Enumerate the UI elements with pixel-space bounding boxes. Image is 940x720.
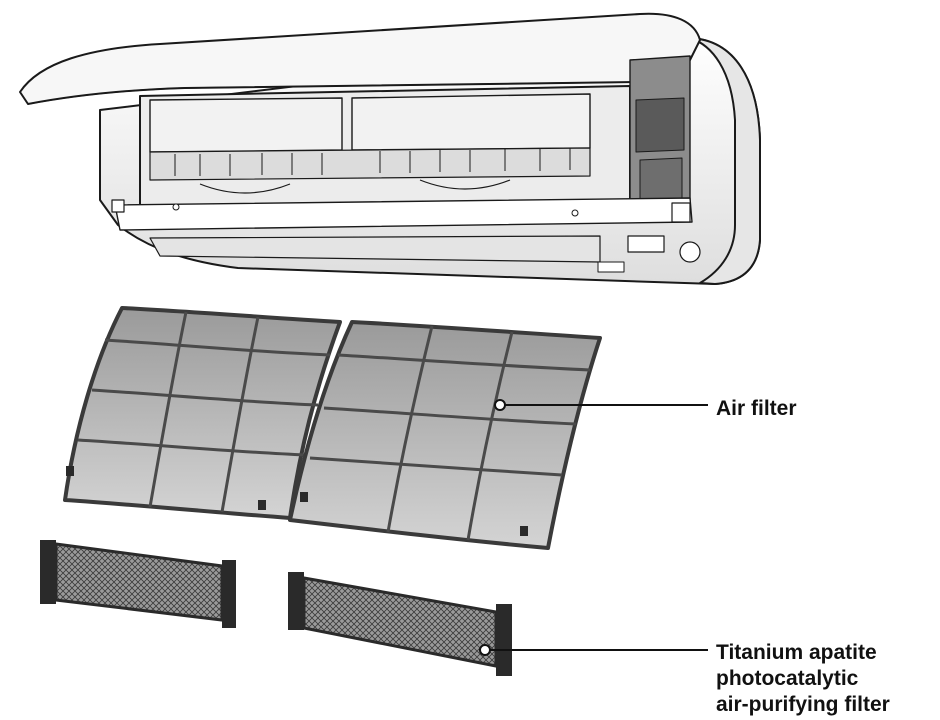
titanium-apatite-filter-icon [40, 540, 236, 628]
leader-line-titanium-filter [479, 644, 708, 656]
titanium-filter-label-line-2: photocatalytic [716, 667, 859, 690]
air-filter-label: Air filter [716, 397, 797, 420]
air-conditioner-unit-icon [19, 12, 761, 285]
titanium-filter-label-line-3: air-purifying filter [716, 693, 890, 716]
titanium-filter-label: Titanium apatite photocatalytic air-puri… [716, 640, 890, 718]
leader-line-air-filter [494, 399, 708, 411]
titanium-apatite-filter-icon [288, 572, 512, 676]
air-filter-icon [288, 320, 602, 550]
titanium-filter-label-line-1: Titanium apatite [716, 641, 877, 664]
